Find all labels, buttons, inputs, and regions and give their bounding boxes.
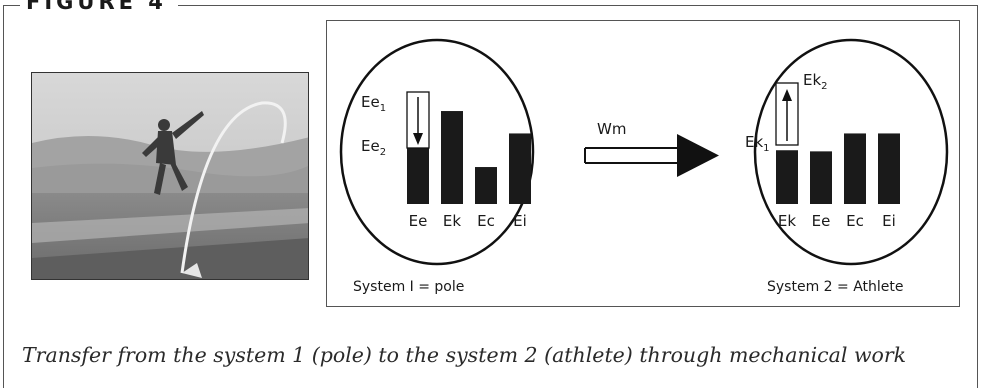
system2-bar-ec — [844, 133, 866, 204]
system1-bar-label-ei: Ei — [513, 212, 527, 230]
transfer-arrow — [584, 134, 719, 177]
frame-border-top — [178, 5, 978, 6]
system2-bar-label-ei: Ei — [882, 212, 896, 230]
system2-ek-range-box — [775, 82, 799, 146]
system2-bar-label-ek: Ek — [778, 212, 796, 230]
system2-bar-label-ee: Ee — [812, 212, 831, 230]
pole-vault-photo — [31, 72, 309, 280]
system1-bar-ec — [475, 167, 497, 204]
system1-ee1-label: Ee1 — [361, 93, 386, 114]
pole-vault-illustration — [32, 73, 308, 279]
figure-caption: Transfer from the system 1 (pole) to the… — [22, 343, 907, 367]
figure-label: FIGURE 4 — [26, 0, 167, 14]
system1-bar-ek — [441, 111, 463, 204]
system1-ellipse — [339, 38, 535, 266]
system2-bar-ek — [776, 150, 798, 204]
system1-bar-ei — [509, 133, 531, 204]
system2-bars: Ek Ee Ec Ei — [776, 133, 900, 230]
system2-ellipse — [753, 38, 949, 266]
system1-ee2-label: Ee2 — [361, 137, 386, 158]
system2-ek1-label: Ek1 — [745, 133, 770, 154]
system1-bars: Ee Ek Ec Ei — [407, 111, 531, 230]
system1-bar-label-ek: Ek — [443, 212, 461, 230]
up-arrow-icon — [782, 89, 792, 101]
system2-bar-ei — [878, 133, 900, 204]
system2-bar-label-ec: Ec — [846, 212, 864, 230]
frame-border-left — [3, 5, 4, 388]
system1-bar-label-ee: Ee — [409, 212, 428, 230]
system1-bar-label-ec: Ec — [477, 212, 495, 230]
right-arrow-icon — [677, 134, 719, 177]
down-arrow-icon — [413, 133, 423, 145]
transfer-label: Wm — [597, 120, 626, 138]
system2-caption: System 2 = Athlete — [767, 279, 904, 295]
frame-border-right — [977, 5, 978, 388]
system2-bar-ee — [810, 151, 832, 204]
system1-caption: System I = pole — [353, 279, 464, 295]
system1-bar-ee — [407, 148, 429, 204]
system2-ek2-label: Ek2 — [803, 71, 828, 92]
system1-ee-range-box — [406, 91, 430, 149]
frame-border-top-left — [3, 5, 20, 6]
